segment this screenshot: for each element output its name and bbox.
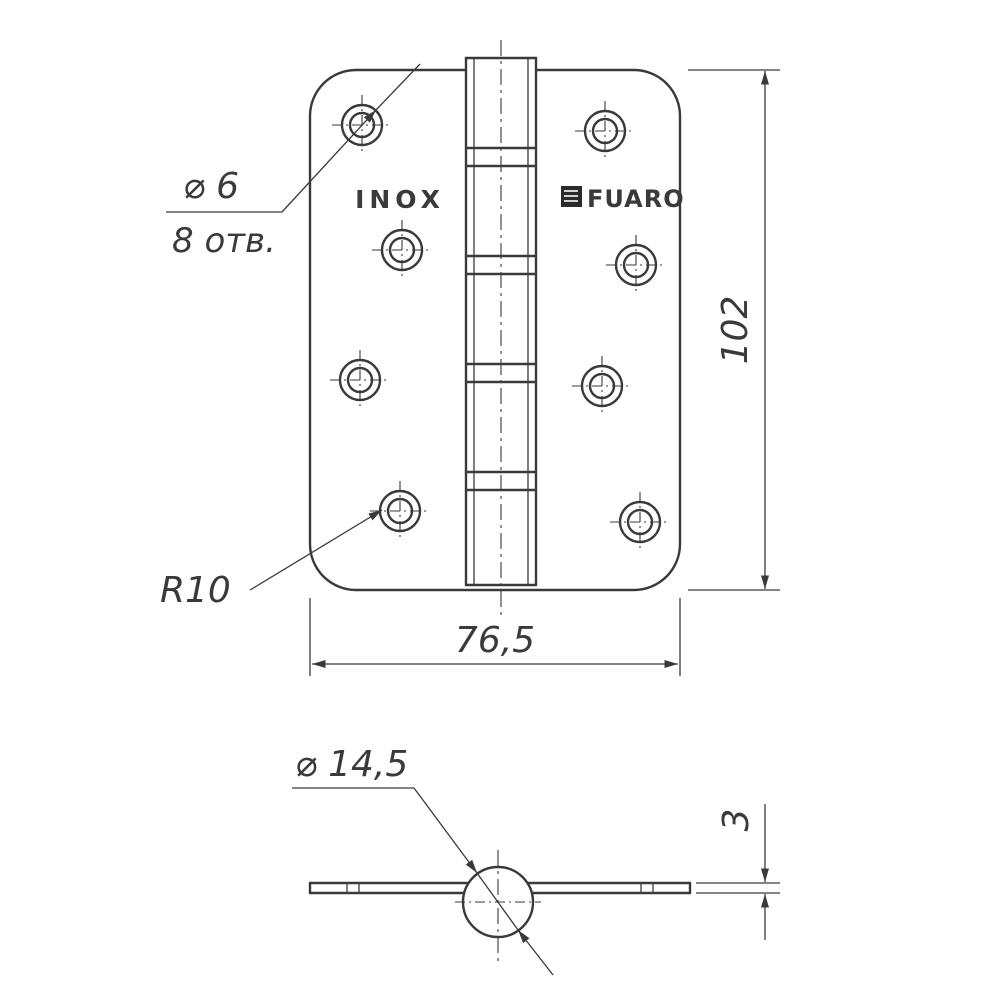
fuaro-logo-icon	[561, 186, 582, 207]
callout-hole-diameter: ⌀ 6 8 отв.	[166, 63, 421, 261]
barrel-diameter-label: ⌀ 14,5	[295, 744, 408, 785]
corner-radius-label: R10	[160, 570, 231, 611]
callout-barrel-diameter: ⌀ 14,5	[292, 744, 554, 976]
callout-leader-tail	[375, 63, 421, 111]
diameter-chord	[476, 872, 519, 931]
front-view: INOX FUARO	[308, 40, 685, 616]
callout-corner-radius: R10	[160, 509, 383, 611]
screw-hole	[606, 235, 666, 295]
screw-hole	[572, 356, 632, 416]
screw-hole	[330, 350, 390, 410]
dim-thickness: 3	[696, 804, 780, 940]
screw-hole	[610, 492, 670, 552]
brand-fuaro-label: FUARO	[587, 185, 685, 213]
callout-leader-opposite	[517, 929, 554, 976]
screw-hole	[575, 101, 635, 161]
dim-thickness-label: 3	[716, 809, 757, 832]
dim-width: 76,5	[309, 598, 681, 676]
hinge-barrel	[464, 40, 538, 616]
dim-width-label: 76,5	[455, 620, 535, 661]
callout-leader	[281, 109, 377, 213]
callout-leader	[249, 509, 383, 591]
hole-diameter-label: ⌀ 6	[183, 166, 239, 207]
hole-count-label: 8 отв.	[172, 221, 276, 261]
callout-leader	[413, 787, 478, 874]
brand-inox-label: INOX	[355, 185, 445, 214]
dim-height-label: 102	[715, 296, 756, 365]
screw-hole	[370, 481, 430, 541]
dim-height: 102	[688, 69, 780, 591]
screw-hole	[372, 220, 432, 280]
